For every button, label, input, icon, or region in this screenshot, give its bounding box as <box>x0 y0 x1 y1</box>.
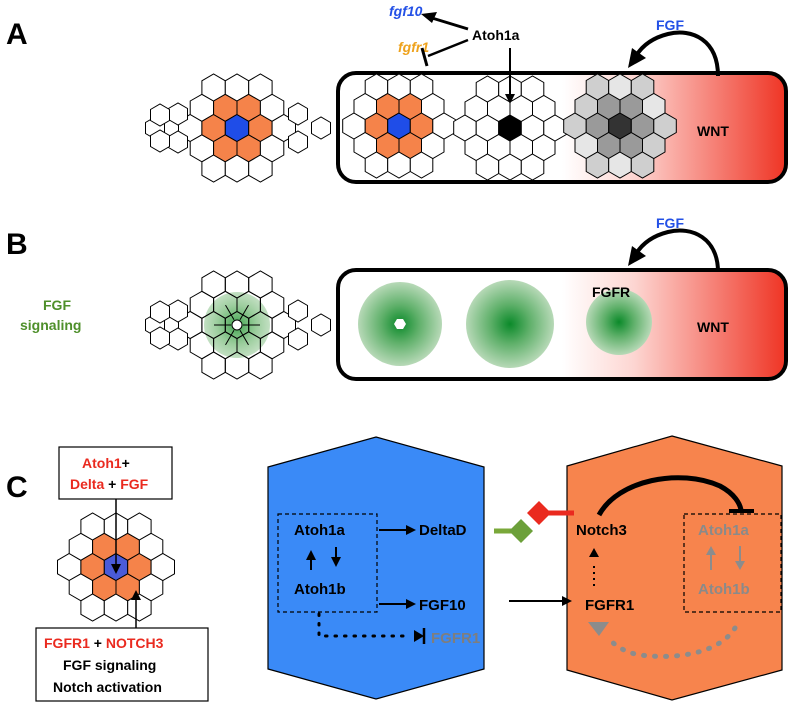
chain-cell <box>168 299 188 323</box>
arrow-atoh1a-to-fgf10 <box>431 16 469 31</box>
notch-receptor-diamond-icon <box>527 501 551 525</box>
chain-cell <box>150 300 170 324</box>
rosette-center-hole <box>231 319 243 331</box>
arrowhead-notch3-icon <box>589 548 599 557</box>
rosette-cluster-orange <box>342 73 456 179</box>
plus-text-3: + <box>90 635 106 651</box>
chain-cell <box>311 313 331 337</box>
top-box-line1: Atoh1+ <box>82 455 130 471</box>
delta-text: Delta <box>70 476 104 492</box>
inhibit-bar-icon <box>420 47 429 67</box>
chain-cell <box>168 327 188 351</box>
panel-b-letter: B <box>6 228 28 261</box>
fgf-arrowhead-a-icon <box>628 48 646 68</box>
fgf-label-b: FGF <box>656 215 684 231</box>
fgfr1-text-box: FGFR1 <box>44 635 90 651</box>
neuromast-cluster-left <box>178 73 296 183</box>
cell <box>201 270 226 299</box>
notch3-text-box: NOTCH3 <box>106 635 164 651</box>
cell-boundary <box>225 329 235 346</box>
panel-c: C Atoh1+ Delta + FGF FGFR1 + NOTCH3 FGF … <box>6 435 783 702</box>
fgfr1-label-c: FGFR1 <box>585 597 634 614</box>
plus-text-1: + <box>122 455 130 471</box>
neuromast-cluster-left-b <box>178 270 296 380</box>
rosette-cluster-grey <box>563 73 677 179</box>
cell-boundary <box>225 304 235 321</box>
atoh1a-label: Atoh1a <box>472 27 520 43</box>
chain-cell <box>288 130 308 154</box>
cell <box>248 270 273 299</box>
fgf-signaling-label-1: FGF <box>43 297 71 313</box>
chain-cell <box>168 130 188 154</box>
blue-hair-cell-hexagon <box>267 436 485 700</box>
panel-a: A fgf10 fgfr1 Atoh1a FGF WNT <box>6 3 788 184</box>
fgf-curved-arrow-b <box>634 228 720 273</box>
chain-cell <box>288 299 308 323</box>
arrowhead-fgf10-icon <box>421 12 437 23</box>
lumen-hexagon <box>394 319 406 329</box>
chain-cell <box>150 326 170 350</box>
chain-cell <box>150 129 170 153</box>
panel-a-letter: A <box>6 18 28 51</box>
bottom-box-line2: FGF signaling <box>63 657 156 673</box>
notch3-inhibit-curve <box>596 475 744 517</box>
atoh1a-blue: Atoh1a <box>294 522 345 539</box>
bottom-label-box <box>35 627 209 702</box>
panel-b: B FGF signaling FGFR WNT FGF <box>6 215 788 381</box>
wnt-label-a: WNT <box>697 123 729 139</box>
rosette-cluster-atoh1-center <box>453 75 567 181</box>
fgf-signal-glow-3 <box>586 289 652 355</box>
top-label-box <box>58 446 173 500</box>
notch3-label-c: Notch3 <box>576 522 627 539</box>
bottom-box-line1: FGFR1 + NOTCH3 <box>44 635 164 651</box>
fgfr1-grey-blue: FGFR1 <box>431 630 480 647</box>
cell-boundary <box>239 304 249 321</box>
deltad-ligand-diamond-icon <box>509 519 533 543</box>
atoh1-dashed-box-blue <box>277 513 378 613</box>
atoh1b-grey-orange: Atoh1b <box>698 581 750 598</box>
inhibit-atoh1a-to-fgfr1 <box>427 38 469 58</box>
chain-cell <box>150 103 170 127</box>
chain-cell <box>288 327 308 351</box>
fgfr-label-b: FGFR <box>592 284 630 300</box>
fgf-arrowhead-b-icon <box>628 246 646 266</box>
grey-dotted-feedback <box>607 625 738 659</box>
panel-c-letter: C <box>6 471 28 504</box>
atoh1a-grey-orange: Atoh1a <box>698 522 749 539</box>
cell-chain-b <box>145 299 331 351</box>
fgf10-label-c: FGF10 <box>419 597 466 614</box>
fgf-curved-arrow-a <box>634 30 720 77</box>
primordium-outline-b <box>336 268 788 381</box>
fgf10-label: fgf10 <box>389 3 423 19</box>
bottom-box-line3: Notch activation <box>53 679 162 695</box>
fgf-signaling-label-2: signaling <box>20 317 81 333</box>
cell <box>201 351 226 380</box>
dotted-arrowhead-icon <box>414 630 424 642</box>
cell-boundary <box>239 329 249 346</box>
cell-chain <box>145 102 331 154</box>
cell <box>248 351 273 380</box>
grey-feedback-arrowhead-icon <box>588 622 609 636</box>
deltad-label: DeltaD <box>419 522 467 539</box>
chain-cell <box>168 102 188 126</box>
fgf-label-a: FGF <box>656 17 684 33</box>
cell <box>150 552 175 582</box>
grey-arrowhead-up-icon <box>706 546 716 555</box>
plus-text-2: + <box>104 476 120 492</box>
top-box-line2: Delta + FGF <box>70 476 149 492</box>
chain-cell <box>311 116 331 140</box>
wnt-label-b: WNT <box>697 319 729 335</box>
fgf-text-top: FGF <box>120 476 148 492</box>
fgf-signal-glow-2 <box>466 280 554 368</box>
chain-cell <box>288 102 308 126</box>
atoh1-text: Atoh1 <box>82 455 122 471</box>
dotted-atoh1-to-fgfr1 <box>317 612 412 638</box>
grey-arrowhead-down-icon <box>735 561 745 570</box>
cell <box>653 112 677 140</box>
rosette-cluster-c <box>57 512 175 622</box>
atoh1b-blue: Atoh1b <box>294 581 346 598</box>
